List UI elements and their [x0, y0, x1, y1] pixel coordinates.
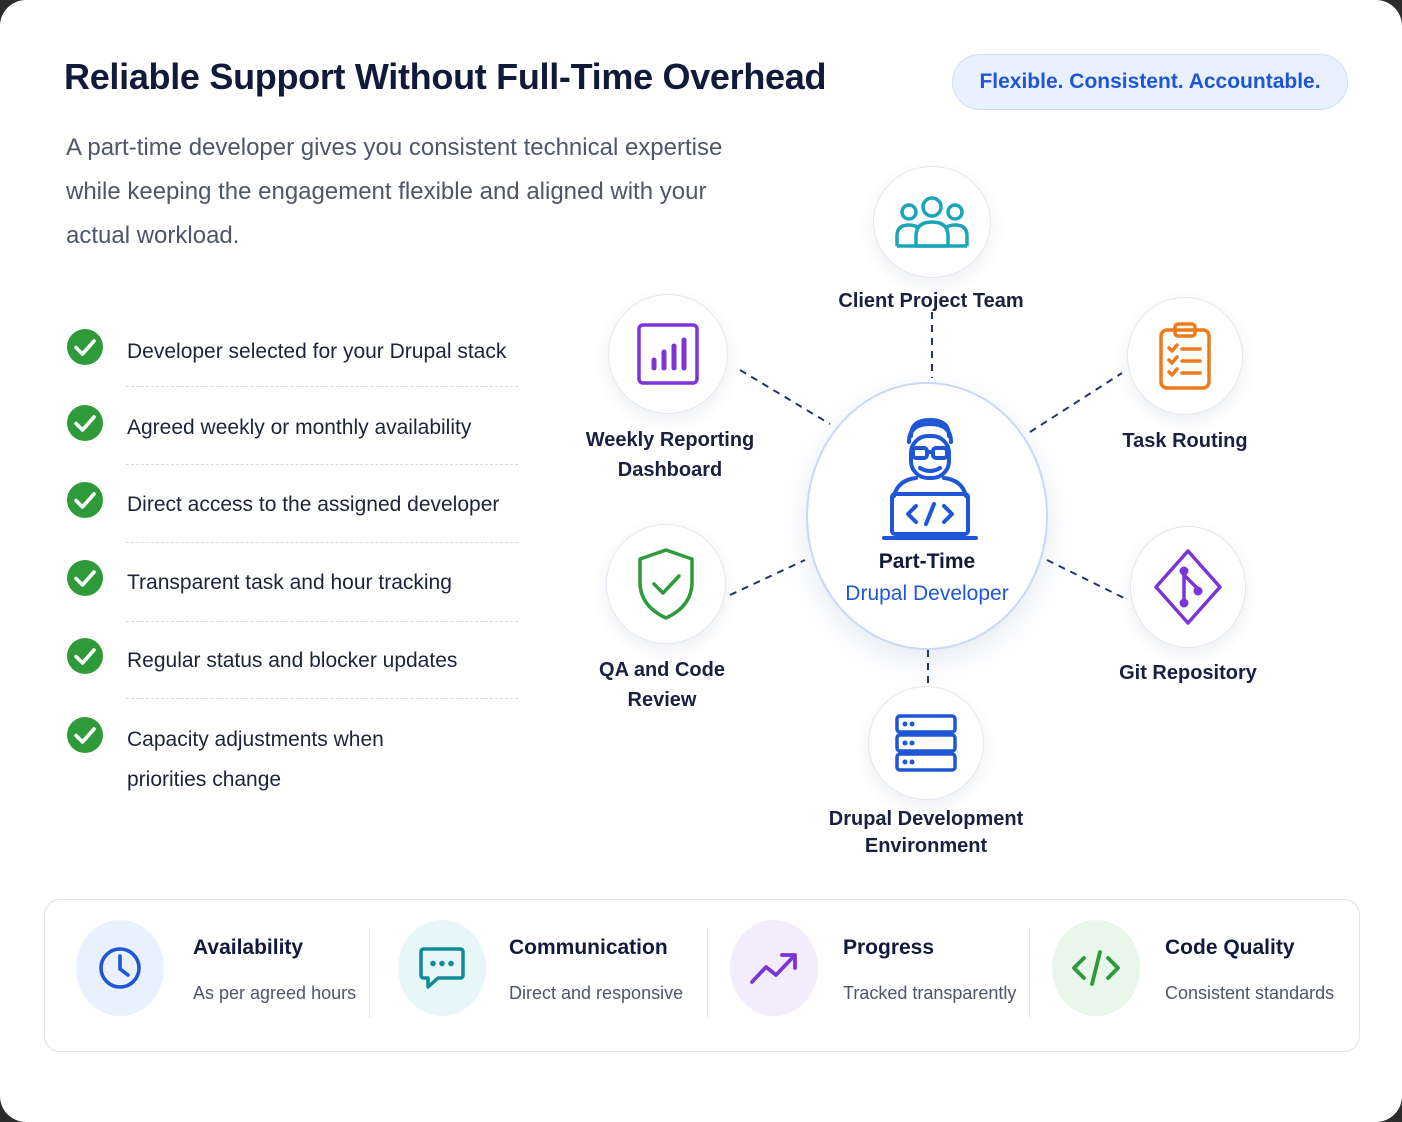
divider — [126, 542, 518, 543]
code-icon — [1072, 950, 1120, 986]
check-icon — [67, 405, 103, 441]
users-icon — [895, 196, 969, 248]
divider — [707, 928, 708, 1018]
benefit-text: Transparent task and hour tracking — [127, 571, 452, 594]
feature-title: Progress — [843, 936, 935, 959]
check-icon — [67, 482, 103, 518]
node-weekly-reporting — [608, 294, 728, 414]
divider — [369, 928, 370, 1018]
node-git-repository — [1130, 526, 1246, 648]
feature-subtitle: As per agreed hours — [193, 983, 357, 1003]
divider — [126, 698, 518, 699]
divider — [126, 464, 518, 465]
feature-icon-circle — [730, 920, 818, 1016]
node-task-routing — [1127, 297, 1243, 415]
benefit-text: Capacity adjustments when priorities cha… — [127, 728, 384, 791]
center-node: Part-Time Drupal Developer — [806, 382, 1048, 650]
git-icon — [1154, 549, 1222, 625]
feature-subtitle: Direct and responsive — [509, 983, 684, 1003]
connector-line — [739, 369, 831, 425]
feature-title: Communication — [509, 936, 668, 959]
node-client-project-team — [873, 166, 991, 278]
chart-icon — [637, 323, 699, 385]
connector-line — [1046, 559, 1125, 599]
trend-icon — [750, 953, 797, 984]
center-title: Part-Time — [878, 550, 976, 573]
feature-subtitle: Tracked transparently — [843, 983, 1017, 1003]
tagline-badge: Flexible. Consistent. Accountable. — [952, 54, 1348, 110]
developer-icon — [882, 418, 978, 540]
connector-line — [729, 559, 806, 596]
feature-icon-circle — [76, 920, 164, 1016]
page-title: Reliable Support Without Full-Time Overh… — [64, 56, 827, 97]
clock-icon — [99, 947, 141, 989]
feature-title: Availability — [193, 936, 304, 959]
divider — [1029, 928, 1030, 1018]
benefit-text: Direct access to the assigned developer — [127, 493, 500, 516]
shield-check-icon — [638, 548, 694, 620]
node-label: Git Repository — [1119, 662, 1257, 684]
center-subtitle: Drupal Developer — [845, 582, 1009, 605]
features-panel — [44, 899, 1360, 1052]
node-label: Weekly Reporting Dashboard — [585, 429, 755, 481]
node-label: Task Routing — [1122, 430, 1248, 452]
check-icon — [67, 638, 103, 674]
divider — [126, 621, 518, 622]
server-icon — [895, 714, 957, 772]
clipboard-icon — [1159, 322, 1211, 390]
feature-subtitle: Consistent standards — [1165, 983, 1335, 1003]
intro-paragraph: A part-time developer gives you consiste… — [66, 134, 723, 249]
check-icon — [67, 329, 103, 365]
feature-icon-circle — [1052, 920, 1140, 1016]
benefit-text: Agreed weekly or monthly availability — [127, 416, 472, 439]
benefit-text: Developer selected for your Drupal stack — [127, 340, 507, 363]
feature-icon-circle — [398, 920, 486, 1016]
node-label: Drupal Development Environment — [828, 808, 1024, 857]
divider — [126, 386, 518, 387]
node-label: QA and Code Review — [599, 659, 725, 711]
check-icon — [67, 717, 103, 753]
benefit-text: Regular status and blocker updates — [127, 649, 458, 672]
feature-title: Code Quality — [1165, 936, 1295, 959]
node-development-environment — [868, 686, 984, 800]
node-qa-code-review — [606, 524, 726, 644]
node-label: Client Project Team — [838, 290, 1024, 312]
check-icon — [67, 560, 103, 596]
chat-icon — [419, 947, 465, 989]
connector-line — [1029, 372, 1123, 433]
